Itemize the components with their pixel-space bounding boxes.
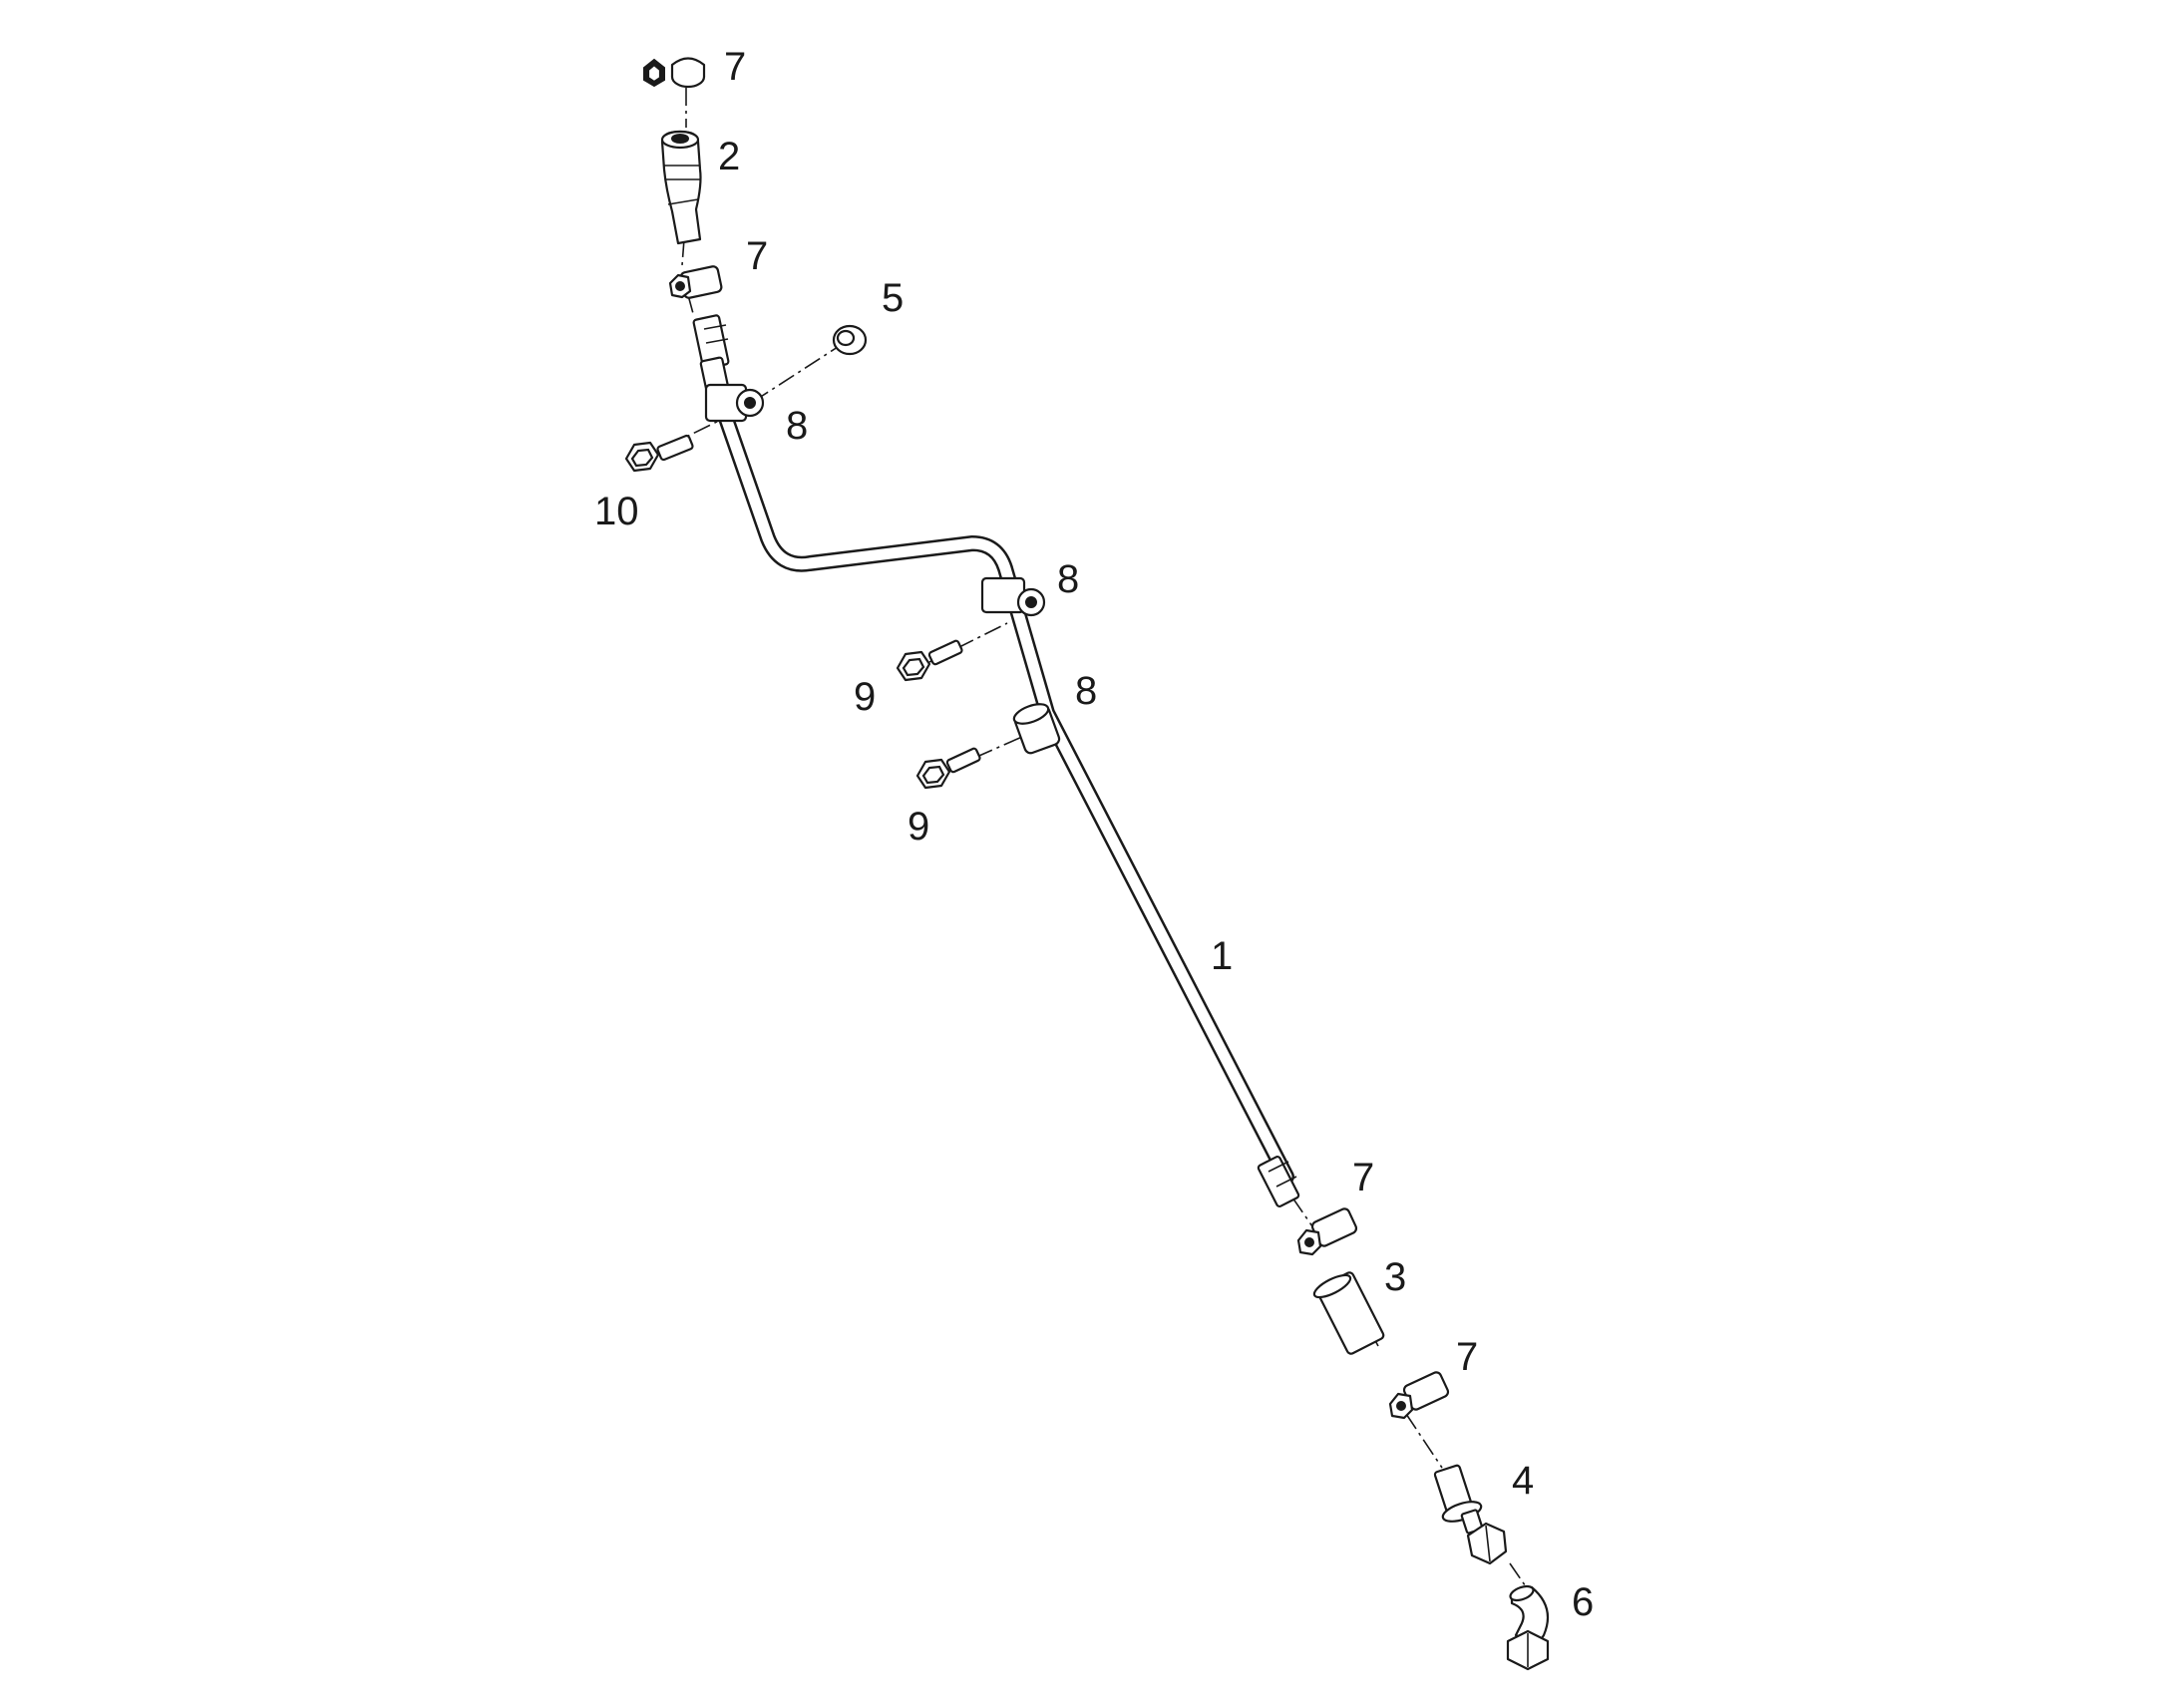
bolt-9-lower xyxy=(915,747,981,790)
callout-1: 1 xyxy=(1211,934,1233,978)
lower-sleeve-nut-1 xyxy=(1296,1207,1358,1256)
upper-sleeve-nut xyxy=(668,265,723,299)
callout-9-upper: 9 xyxy=(854,675,876,719)
callout-10: 10 xyxy=(594,490,639,533)
tube-assembly xyxy=(692,314,1300,1208)
callout-8-upper: 8 xyxy=(786,404,808,448)
callout-7-top: 7 xyxy=(724,45,746,89)
lower-tube-end-fitting xyxy=(1257,1155,1300,1208)
callout-7-lower-sleeve-2: 7 xyxy=(1456,1335,1478,1379)
callout-4: 4 xyxy=(1512,1459,1534,1503)
callout-7-upper-sleeve: 7 xyxy=(746,234,768,278)
callout-5: 5 xyxy=(882,276,904,320)
callout-7-lower-sleeve-1: 7 xyxy=(1352,1156,1374,1199)
callout-2: 2 xyxy=(718,135,740,178)
bolt-10 xyxy=(624,434,694,473)
middle-clamp xyxy=(980,576,1046,617)
lower-clamp xyxy=(1012,703,1061,755)
callout-8-lower: 8 xyxy=(1075,669,1097,713)
bolt-9-upper xyxy=(896,639,963,682)
elbow-fitting xyxy=(1506,1584,1550,1671)
callout-9-lower: 9 xyxy=(908,805,929,849)
top-tube-nut xyxy=(643,57,706,89)
rubber-sleeve xyxy=(1312,1271,1385,1355)
callout-6: 6 xyxy=(1572,1580,1594,1624)
callout-3: 3 xyxy=(1384,1255,1406,1299)
assembly-centerlines xyxy=(665,88,1533,1596)
lower-sleeve-nut-2 xyxy=(1388,1371,1450,1420)
hose xyxy=(660,130,702,245)
callout-8-middle: 8 xyxy=(1057,557,1079,601)
adapter-fitting xyxy=(1433,1464,1508,1565)
upper-clamp xyxy=(704,383,765,423)
callout-labels: 7 2 7 5 8 10 8 9 8 9 1 7 3 7 4 6 xyxy=(594,45,1594,1624)
spacer xyxy=(832,324,868,356)
